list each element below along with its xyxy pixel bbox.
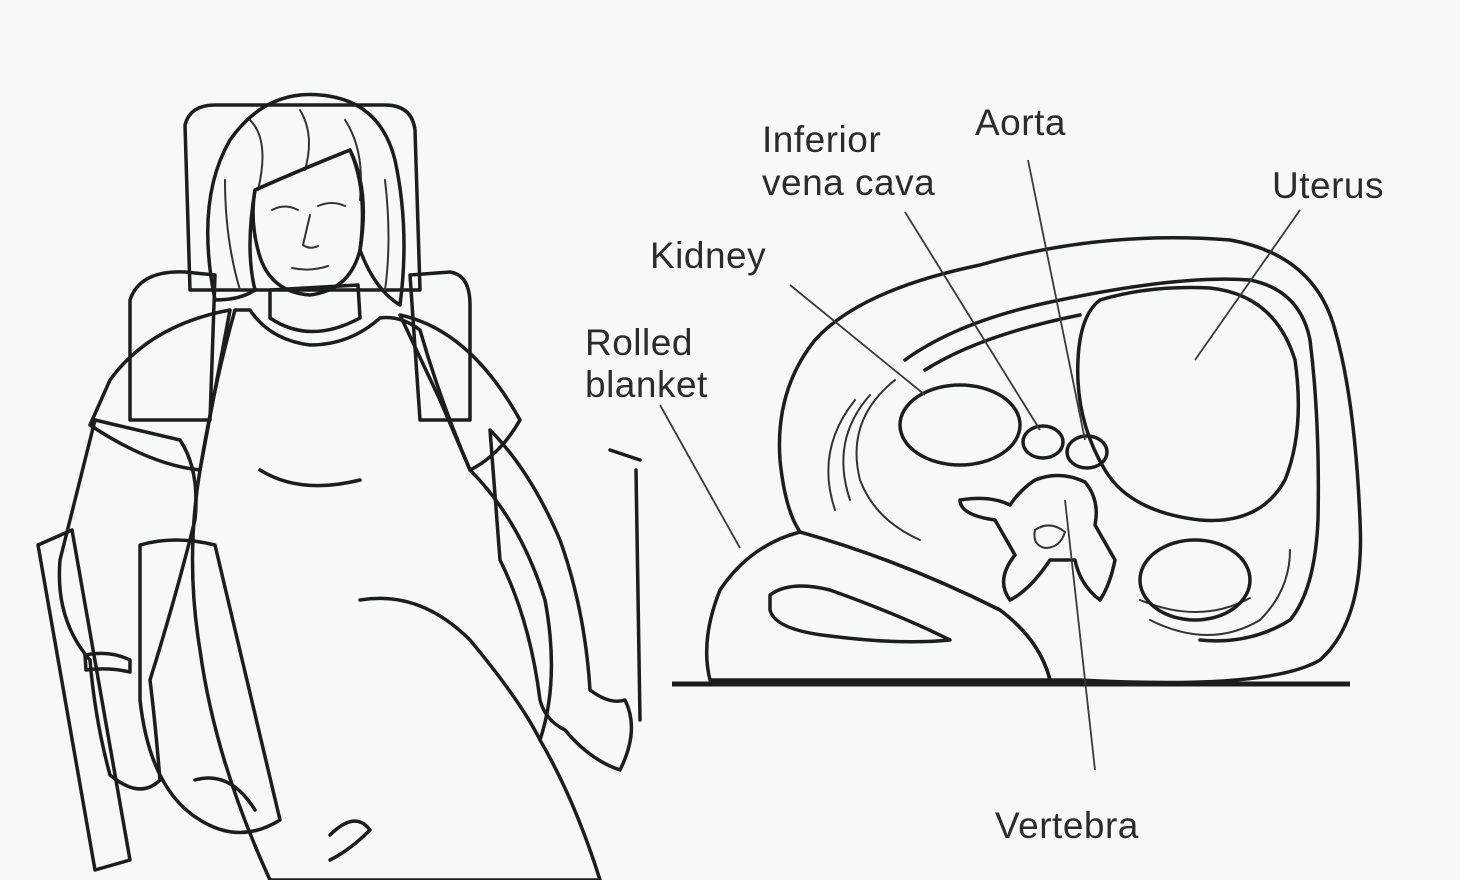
label-inferior-vena-cava-line2: vena cava: [762, 162, 935, 203]
label-vertebra: Vertebra: [995, 805, 1139, 846]
label-inferior-vena-cava-line1: Inferior: [762, 119, 881, 160]
label-aorta: Aorta: [975, 102, 1066, 143]
label-rolled-blanket-line2: blanket: [585, 364, 708, 405]
label-uterus: Uterus: [1272, 165, 1384, 206]
label-rolled-blanket-line1: Rolled: [585, 322, 693, 363]
label-kidney: Kidney: [650, 235, 766, 276]
